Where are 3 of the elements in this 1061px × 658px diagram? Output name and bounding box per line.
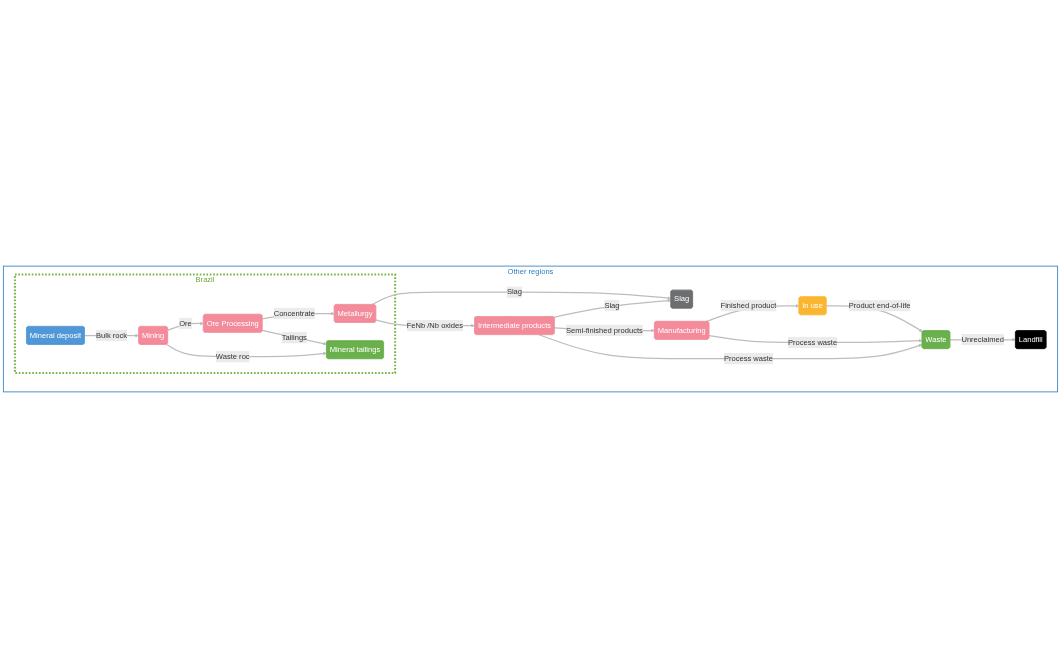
arrow — [553, 298, 672, 318]
arrow — [371, 291, 672, 306]
arrow — [261, 329, 327, 346]
